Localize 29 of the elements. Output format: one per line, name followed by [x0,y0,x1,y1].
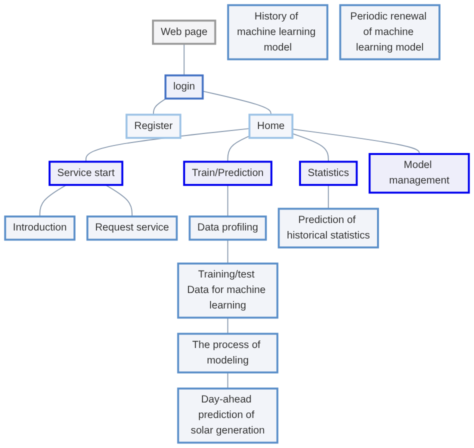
connector [202,90,272,116]
node-box: Periodic renewal of machine learning model [339,4,440,60]
node-box: Model management [368,153,470,194]
node-box: login [164,74,204,100]
node-box: Training/test Data for machine learning [177,262,278,319]
node-box: Train/Prediction [183,160,272,186]
connector [227,136,250,162]
node-box: History of machine learning model [227,4,328,60]
node-box: Home [248,114,294,139]
connector [227,317,228,334]
connector [39,184,67,218]
connector [292,128,420,155]
node-box: Request service [86,216,178,241]
connector [227,372,228,390]
connector [328,184,329,210]
connector [184,43,185,76]
connector [292,133,329,162]
node-box: Day-ahead prediction of solar generation [177,388,278,444]
connector [105,184,133,218]
connector [227,239,228,264]
connector [227,184,228,218]
node-box: The process of modeling [177,332,278,374]
node-box: Web page [152,20,216,45]
node-box: Register [126,114,182,139]
node-box: Statistics [299,160,358,186]
node-box: Data profiling [188,216,267,241]
node-box: Introduction [4,216,76,241]
node-box: Service start [48,160,124,186]
node-box: Prediction of historical statistics [278,208,379,248]
